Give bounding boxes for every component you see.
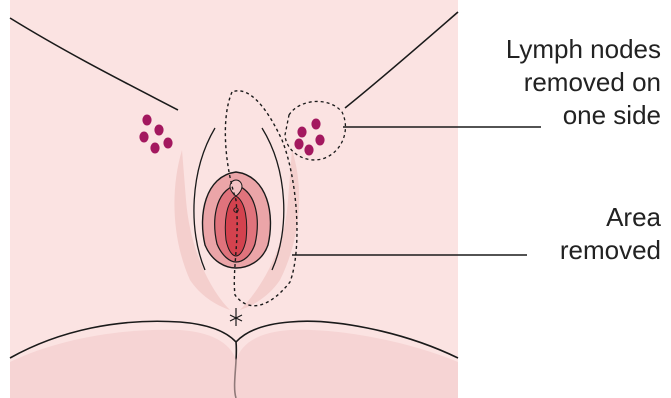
lymph-nodes-label-line-3: one side	[506, 99, 661, 132]
area-removed-label-line-2: removed	[560, 234, 661, 267]
lymph-nodes-label-line-1: Lymph nodes	[506, 33, 661, 66]
lymph-nodes-label: Lymph nodes removed on one side	[506, 33, 661, 132]
area-removed-label: Area removed	[560, 201, 661, 267]
lymph-nodes-label-line-2: removed on	[506, 66, 661, 99]
area-removed-label-line-1: Area	[560, 201, 661, 234]
